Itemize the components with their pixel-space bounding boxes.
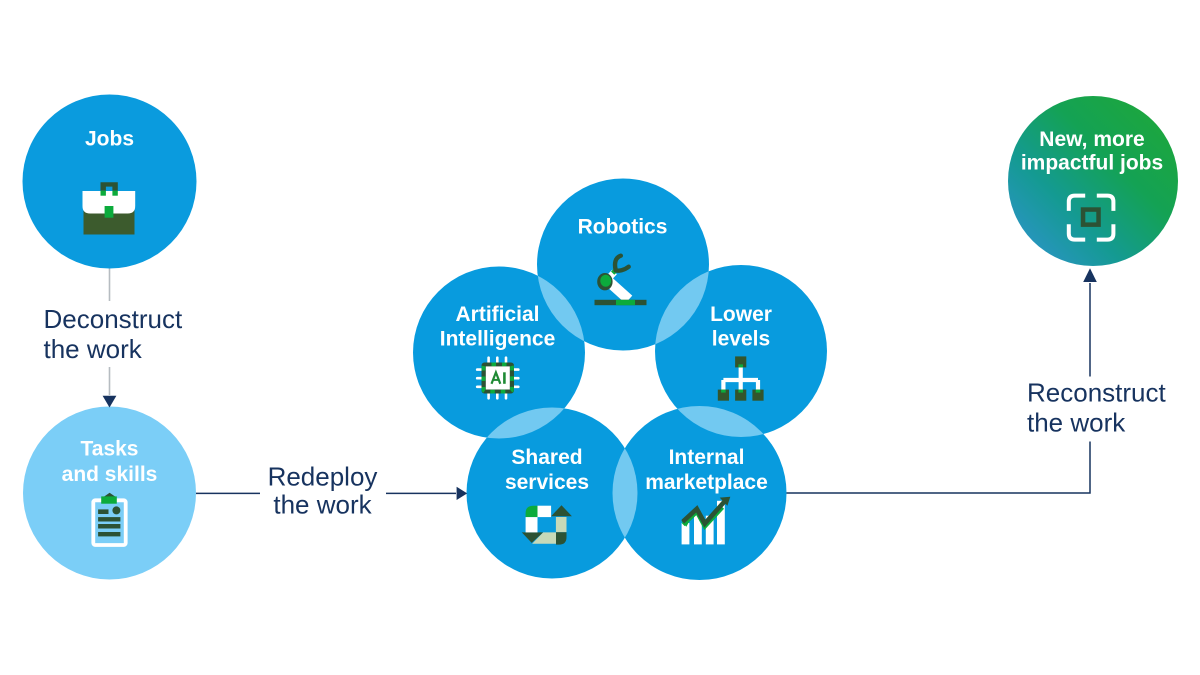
svg-text:the work: the work [273, 490, 372, 520]
svg-text:marketplace: marketplace [645, 471, 768, 494]
svg-text:Jobs: Jobs [85, 128, 134, 151]
svg-text:and skills: and skills [62, 463, 158, 486]
svg-text:levels: levels [712, 328, 770, 351]
svg-text:the work: the work [44, 334, 143, 364]
svg-text:services: services [505, 471, 589, 494]
svg-text:Deconstruct: Deconstruct [44, 304, 183, 334]
svg-text:Artificial: Artificial [455, 303, 539, 326]
svg-text:impactful jobs: impactful jobs [1021, 152, 1163, 175]
svg-text:Lower: Lower [710, 303, 772, 326]
svg-text:Redeploy: Redeploy [268, 461, 378, 491]
svg-text:Shared: Shared [511, 446, 582, 469]
svg-text:the work: the work [1027, 408, 1126, 438]
svg-text:Robotics: Robotics [578, 216, 668, 239]
svg-text:New, more: New, more [1039, 128, 1144, 151]
svg-text:Reconstruct: Reconstruct [1027, 378, 1166, 408]
svg-text:Tasks: Tasks [81, 438, 139, 461]
svg-text:Internal: Internal [669, 446, 745, 469]
svg-text:Intelligence: Intelligence [440, 328, 556, 351]
